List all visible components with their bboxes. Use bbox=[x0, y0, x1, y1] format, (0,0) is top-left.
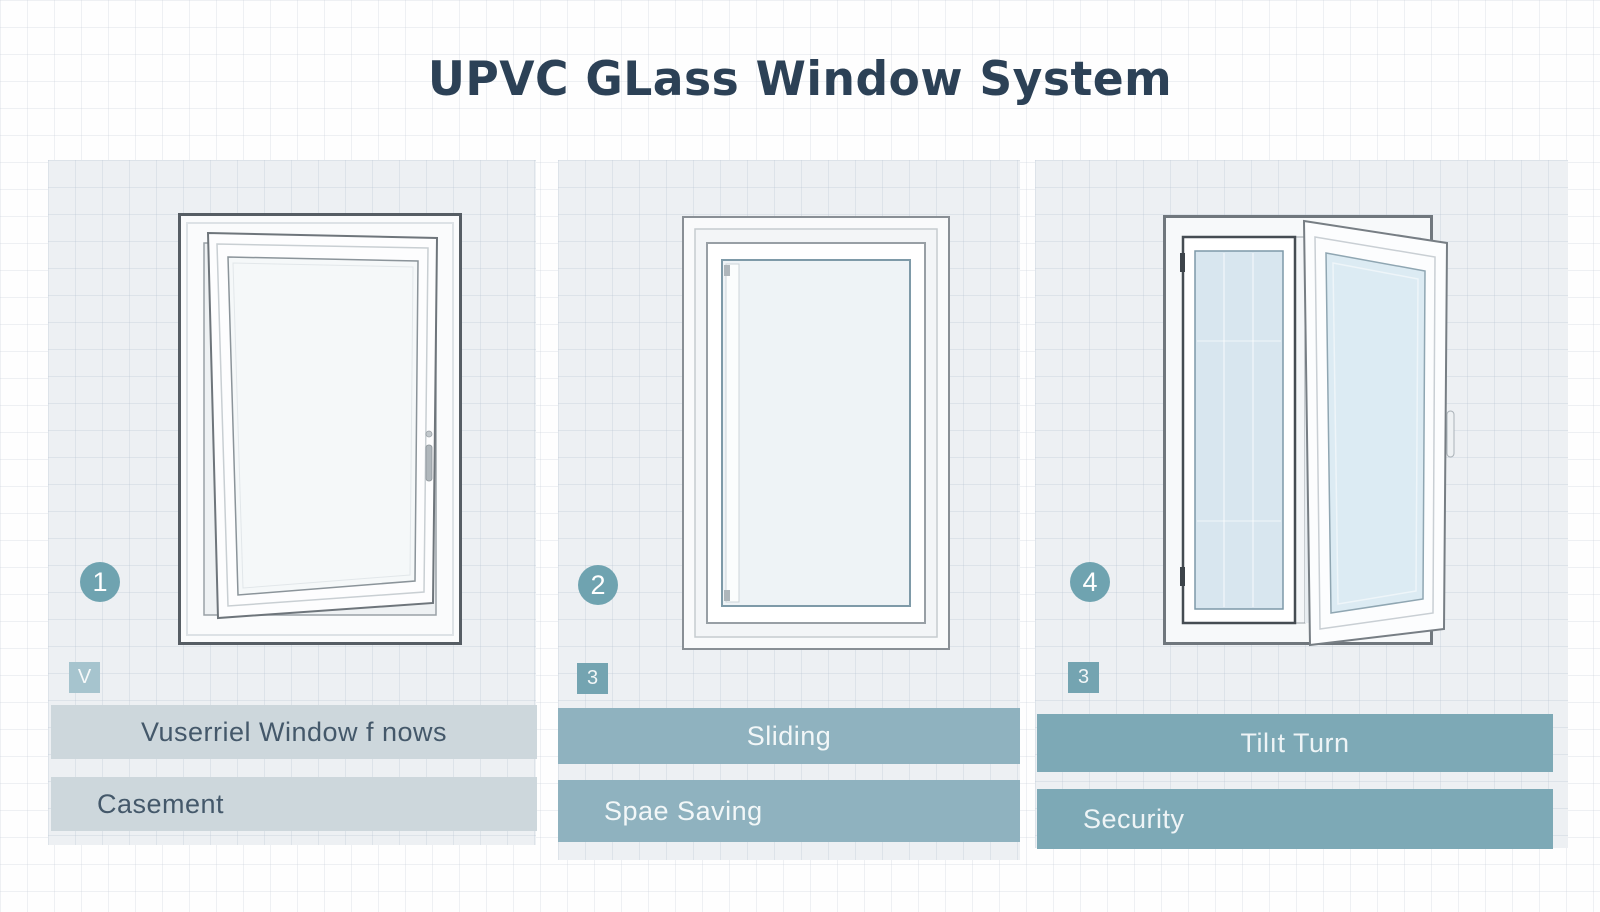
panel-casement: 1 V Vuserriel Window f nows Casement bbox=[48, 160, 537, 845]
window-handle bbox=[425, 444, 433, 482]
panel-tilt-turn: 4 3 Tilıt Turn Security bbox=[1035, 160, 1568, 849]
primary-label-bar-sliding: Sliding bbox=[558, 708, 1020, 764]
left-sash-glass bbox=[1194, 250, 1284, 610]
sliding-window-illustration bbox=[682, 216, 950, 650]
window-handle bbox=[1446, 410, 1455, 458]
primary-label-bar-casement: Vuserriel Window f nows bbox=[51, 705, 537, 759]
tilt-turn-window-illustration bbox=[1163, 215, 1455, 647]
panel-sliding: 2 3 Sliding Spae Saving bbox=[558, 160, 1020, 860]
page-title: UPVC GLass Window System bbox=[427, 52, 1173, 107]
sliding-rail bbox=[725, 263, 740, 603]
number-badge-4: 4 bbox=[1070, 562, 1110, 602]
secondary-label-bar-tilt-turn: Security bbox=[1037, 789, 1553, 849]
window-lock-dot bbox=[425, 430, 433, 438]
number-badge-1: 1 bbox=[80, 562, 120, 602]
corner-tag-v: V bbox=[69, 662, 100, 693]
corner-tag-3b: 3 bbox=[1068, 662, 1099, 693]
corner-tag-3a: 3 bbox=[577, 663, 608, 694]
hinge-bottom bbox=[1180, 567, 1185, 586]
secondary-label-bar-casement: Casement bbox=[51, 777, 537, 831]
casement-window-illustration bbox=[178, 213, 462, 645]
hinge-top bbox=[1180, 253, 1185, 272]
primary-label-bar-tilt-turn: Tilıt Turn bbox=[1037, 714, 1553, 772]
open-sash-glass bbox=[1325, 252, 1426, 614]
secondary-label-bar-sliding: Spae Saving bbox=[558, 780, 1020, 842]
number-badge-2: 2 bbox=[578, 565, 618, 605]
